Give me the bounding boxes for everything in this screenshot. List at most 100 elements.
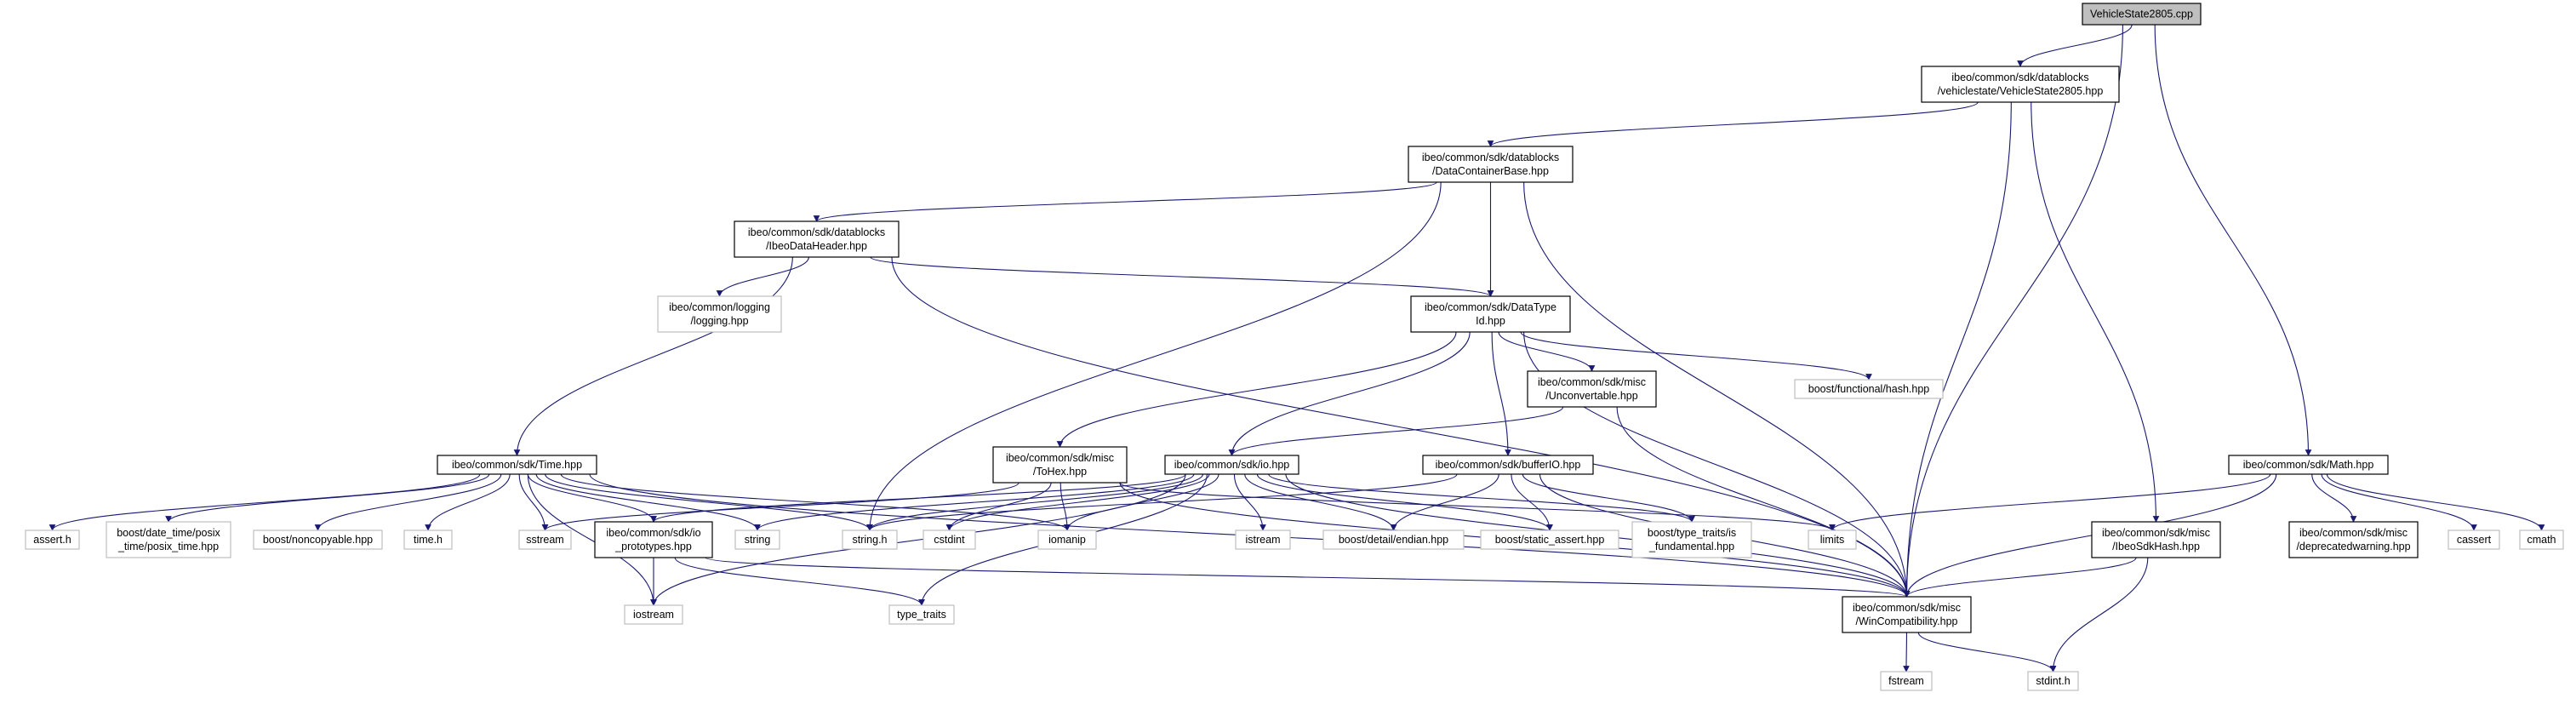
node-box: [1842, 596, 1972, 633]
edge-unconv-to-iohpp: [1228, 406, 1564, 456]
node-label: stdint.h: [2036, 675, 2070, 687]
edge-root-to-vs2805hpp: [2017, 24, 2133, 67]
node-label: ibeo/common/logging: [669, 301, 770, 313]
node-box: [2228, 455, 2389, 475]
node-box: [253, 529, 383, 550]
node-box: [1808, 529, 1857, 550]
node-label: ibeo/common/sdk/DataType: [1425, 301, 1556, 313]
node-label: VehicleState2805.cpp: [2090, 9, 2193, 20]
edge-timehpp-to-ioproto: [527, 473, 657, 523]
edge-timehpp-to-string: [535, 473, 761, 531]
edge-timehpp-to-sstream: [518, 473, 549, 531]
node-label: iomanip: [1048, 534, 1086, 546]
node-noncopy: boost/noncopyable.hpp: [253, 529, 383, 550]
node-asserth: assert.h: [25, 529, 80, 550]
node-cstdint: cstdint: [922, 529, 976, 550]
edge-root-to-mathhpp: [2154, 24, 2312, 456]
edge-iohpp-to-iostream: [650, 473, 1186, 606]
node-label: _fundamental.hpp: [1648, 541, 1734, 552]
edge-vs2805hpp-to-sdkhash: [2031, 101, 2160, 523]
node-box: [1422, 455, 1594, 475]
node-stdinth: stdint.h: [2027, 671, 2079, 691]
edge-dtid-to-unconv: [1498, 331, 1596, 372]
node-label: /DataContainerBase.hpp: [1432, 165, 1549, 177]
edge-bufferio-to-staticassert: [1511, 473, 1553, 531]
node-label: string: [745, 534, 771, 546]
edge-dtid-to-iohpp: [1228, 331, 1471, 456]
node-box: [842, 529, 898, 550]
edge-tohex-to-cstdint: [945, 482, 1052, 531]
node-label: ibeo/common/sdk/io: [606, 527, 700, 539]
node-label: cmath: [2527, 534, 2556, 546]
node-box: [1921, 66, 2120, 103]
node-iomanip: iomanip: [1037, 529, 1097, 550]
node-staticassert: boost/static_assert.hpp: [1480, 529, 1619, 550]
node-timehpp[interactable]: ibeo/common/sdk/Time.hpp: [437, 455, 597, 475]
edge-dcb-to-stringh: [866, 181, 1442, 531]
edge-bufferio-to-endian: [1390, 473, 1499, 531]
node-dcb[interactable]: ibeo/common/sdk/datablocks/DataContainer…: [1408, 146, 1574, 183]
node-cmath: cmath: [2519, 529, 2564, 550]
edge-ioproto-to-wincompat: [705, 557, 1910, 598]
node-sdkhash[interactable]: ibeo/common/sdk/misc/IbeoSdkHash.hpp: [2091, 521, 2221, 558]
node-unconv[interactable]: ibeo/common/sdk/misc/Unconvertable.hpp: [1527, 370, 1657, 408]
node-box: [1480, 529, 1619, 550]
node-limits: limits: [1808, 529, 1857, 550]
edge-sdkhash-to-stdinth: [2049, 557, 2149, 673]
edge-mathhpp-to-deprwarn: [2311, 473, 2357, 523]
node-label: _prototypes.hpp: [614, 541, 692, 552]
node-label: /logging.hpp: [690, 315, 748, 327]
edge-dcb-to-idh: [813, 181, 1437, 222]
node-istream: istream: [1235, 529, 1291, 550]
node-root: VehicleState2805.cpp: [2082, 3, 2202, 26]
node-box: [1235, 529, 1291, 550]
node-vs2805hpp[interactable]: ibeo/common/sdk/datablocks/vehiclestate/…: [1921, 66, 2120, 103]
node-box: [2027, 671, 2079, 691]
edge-vs2805hpp-to-dcb: [1487, 101, 1979, 147]
node-label: Id.hpp: [1476, 315, 1505, 327]
edge-mathhpp-to-limits: [1829, 473, 2271, 531]
node-endian: boost/detail/endian.hpp: [1322, 529, 1465, 550]
node-box: [1631, 521, 1752, 558]
edge-iohpp-to-ioproto: [650, 473, 1186, 523]
edge-idh-to-timehpp: [513, 256, 793, 456]
edge-unconv-to-wincompat: [1616, 406, 1911, 598]
node-ioproto[interactable]: ibeo/common/sdk/io _prototypes.hpp: [594, 521, 713, 558]
node-posixtime: boost/date_time/posix_time/posix_time.hp…: [106, 521, 231, 558]
node-deprwarn[interactable]: ibeo/common/sdk/misc/deprecatedwarning.h…: [2288, 521, 2419, 558]
node-iohpp[interactable]: ibeo/common/sdk/io.hpp: [1164, 455, 1299, 475]
node-iostream: iostream: [624, 604, 683, 625]
node-box: [2091, 521, 2221, 558]
node-tohex[interactable]: ibeo/common/sdk/misc/ToHex.hpp: [992, 446, 1128, 484]
node-box: [518, 529, 572, 550]
node-label: fstream: [1888, 675, 1924, 687]
node-label: ibeo/common/sdk/misc: [2299, 527, 2408, 539]
node-label: ibeo/common/sdk/misc: [2102, 527, 2210, 539]
edge-root-to-wincompat: [1903, 24, 2123, 598]
node-label: /vehiclestate/VehicleState2805.hpp: [1938, 85, 2104, 97]
node-box: [594, 521, 713, 558]
node-box: [734, 529, 780, 550]
node-label: ibeo/common/sdk/bufferIO.hpp: [1436, 459, 1581, 471]
node-label: /Unconvertable.hpp: [1545, 390, 1637, 402]
node-box: [624, 604, 683, 625]
nodes-layer: VehicleState2805.cpp ibeo/common/sdk/data…: [25, 3, 2564, 691]
node-timeh: time.h: [403, 529, 453, 550]
edges-layer: [49, 24, 2545, 673]
node-box: [657, 295, 782, 333]
node-box: [1880, 671, 1933, 691]
node-label: boost/functional/hash.hpp: [1808, 383, 1930, 395]
edge-iohpp-to-cstdint: [945, 473, 1210, 531]
node-mathhpp[interactable]: ibeo/common/sdk/Math.hpp: [2228, 455, 2389, 475]
edge-idh-to-logging: [716, 256, 809, 297]
node-label: boost/type_traits/is: [1648, 527, 1736, 539]
node-bufferio[interactable]: ibeo/common/sdk/bufferIO.hpp: [1422, 455, 1594, 475]
node-box: [106, 521, 231, 558]
node-label: ibeo/common/sdk/misc: [1006, 452, 1114, 464]
node-box: [734, 220, 900, 258]
node-idh[interactable]: ibeo/common/sdk/datablocks/IbeoDataHeade…: [734, 220, 900, 258]
node-label: _time/posix_time.hpp: [117, 541, 219, 552]
node-wincompat[interactable]: ibeo/common/sdk/misc/WinCompatibility.hp…: [1842, 596, 1972, 633]
